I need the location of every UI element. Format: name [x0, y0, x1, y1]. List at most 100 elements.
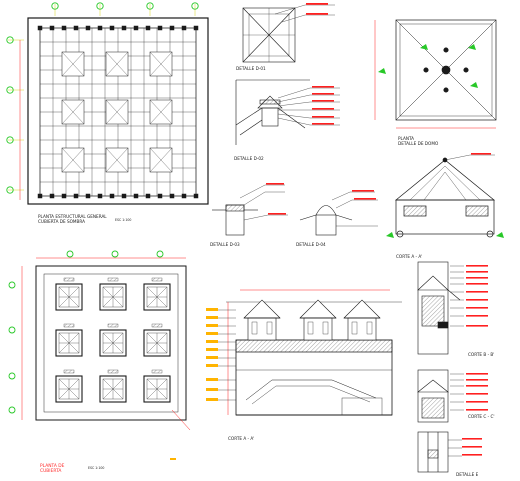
column — [121, 25, 127, 31]
dome-tag — [63, 323, 75, 328]
dome-lantern — [303, 317, 333, 341]
section-aa-small-callouts — [444, 153, 495, 161]
callout-text-stub — [466, 409, 488, 411]
level-tag — [206, 378, 218, 381]
structural-plan-grid-markers — [6, 2, 199, 200]
dome-module — [143, 375, 171, 403]
roof-plan — [35, 265, 187, 421]
column — [73, 25, 79, 31]
lantern-window — [307, 321, 314, 335]
detail-d04 — [299, 205, 353, 236]
dome-plan — [395, 19, 497, 121]
grid-marker — [8, 372, 16, 380]
dome-lantern — [347, 317, 377, 341]
section-aa-small-green — [386, 232, 504, 238]
column — [133, 25, 139, 31]
dome-module — [143, 329, 171, 357]
detail-d04-label: DETALLE D-04 — [296, 242, 326, 247]
dome-module — [99, 375, 127, 403]
column — [133, 193, 139, 199]
dome-module — [99, 329, 127, 357]
column — [169, 193, 175, 199]
column — [193, 25, 199, 31]
level-tag — [206, 364, 218, 367]
dome-tag — [151, 369, 163, 374]
callout-text-stub — [466, 373, 488, 375]
column — [181, 25, 187, 31]
skylight-diagonal — [149, 147, 173, 173]
detail-d03-callouts — [239, 183, 288, 221]
column — [145, 25, 151, 31]
dome-tag — [107, 277, 119, 282]
dome-tag — [151, 323, 163, 328]
callout-text-stub — [312, 100, 334, 102]
grid-marker — [66, 250, 74, 258]
plan-struct-scale: ESC 1:100 — [115, 218, 131, 222]
grid-marker — [146, 2, 154, 10]
detail-d01-label: DETALLE D-01 — [236, 66, 266, 71]
grid-marker — [96, 2, 104, 10]
detail-d03-label: DETALLE D-03 — [210, 242, 240, 247]
dome-tag — [107, 369, 119, 374]
column — [181, 193, 187, 199]
grid-marker — [51, 2, 59, 10]
dome-lantern — [247, 317, 277, 341]
lantern-window — [322, 321, 329, 335]
column — [109, 25, 115, 31]
column — [73, 193, 79, 199]
skylight-diagonal — [149, 99, 173, 125]
dome-module — [55, 375, 83, 403]
column — [97, 25, 103, 31]
section-bb — [417, 261, 461, 355]
column — [145, 193, 151, 199]
section-bb-callouts — [450, 265, 488, 327]
level-tag — [206, 332, 218, 335]
callout-text-stub — [466, 265, 488, 267]
callout-leader — [277, 94, 311, 103]
dome-module — [143, 283, 171, 311]
grid-marker — [6, 36, 14, 44]
column — [85, 193, 91, 199]
lantern-window — [266, 321, 273, 335]
callout-text-stub — [466, 315, 488, 317]
column — [109, 193, 115, 199]
callout-text-stub — [466, 325, 488, 327]
grid-marker — [8, 281, 16, 289]
skylight-diagonal — [105, 51, 129, 77]
level-tag — [206, 308, 218, 311]
roof-plan-grid-markers — [8, 250, 164, 414]
column — [193, 193, 199, 199]
column — [49, 193, 55, 199]
level-tag — [206, 388, 218, 391]
dome-module — [99, 283, 127, 311]
section-aa-big-level-tags — [206, 308, 236, 401]
skylight-diagonal — [61, 99, 85, 125]
plan-struct-subtitle: CUBIERTA DE SOMBRA — [38, 219, 85, 224]
callout-text-stub — [466, 277, 488, 279]
callout-text-stub — [466, 385, 488, 387]
section-cc-label: CORTE C - C' — [468, 414, 495, 419]
grid-marker — [191, 2, 199, 10]
callout-text-stub — [466, 299, 488, 301]
section-aa-big-dimensions — [227, 289, 390, 415]
callout-text-stub — [312, 93, 334, 95]
callout-leader — [277, 113, 311, 119]
detail-e-callouts — [448, 438, 482, 457]
callout-text-stub — [466, 291, 488, 293]
callout-text-stub — [466, 401, 488, 403]
section-bb-label: CORTE B - B' — [468, 352, 494, 357]
skylight-diagonal — [105, 147, 129, 173]
section-cc-callouts — [450, 373, 488, 411]
dome-plan-green-marks — [378, 44, 478, 88]
detail-d04-callouts — [331, 190, 378, 227]
dome-tag — [107, 323, 119, 328]
grid-marker — [8, 326, 16, 334]
dome-plan-dimensions — [374, 20, 496, 129]
structural-plan — [27, 17, 209, 205]
dome-tag — [63, 369, 75, 374]
grid-marker — [6, 136, 14, 144]
column — [37, 25, 43, 31]
level-tag — [206, 356, 218, 359]
column — [85, 25, 91, 31]
